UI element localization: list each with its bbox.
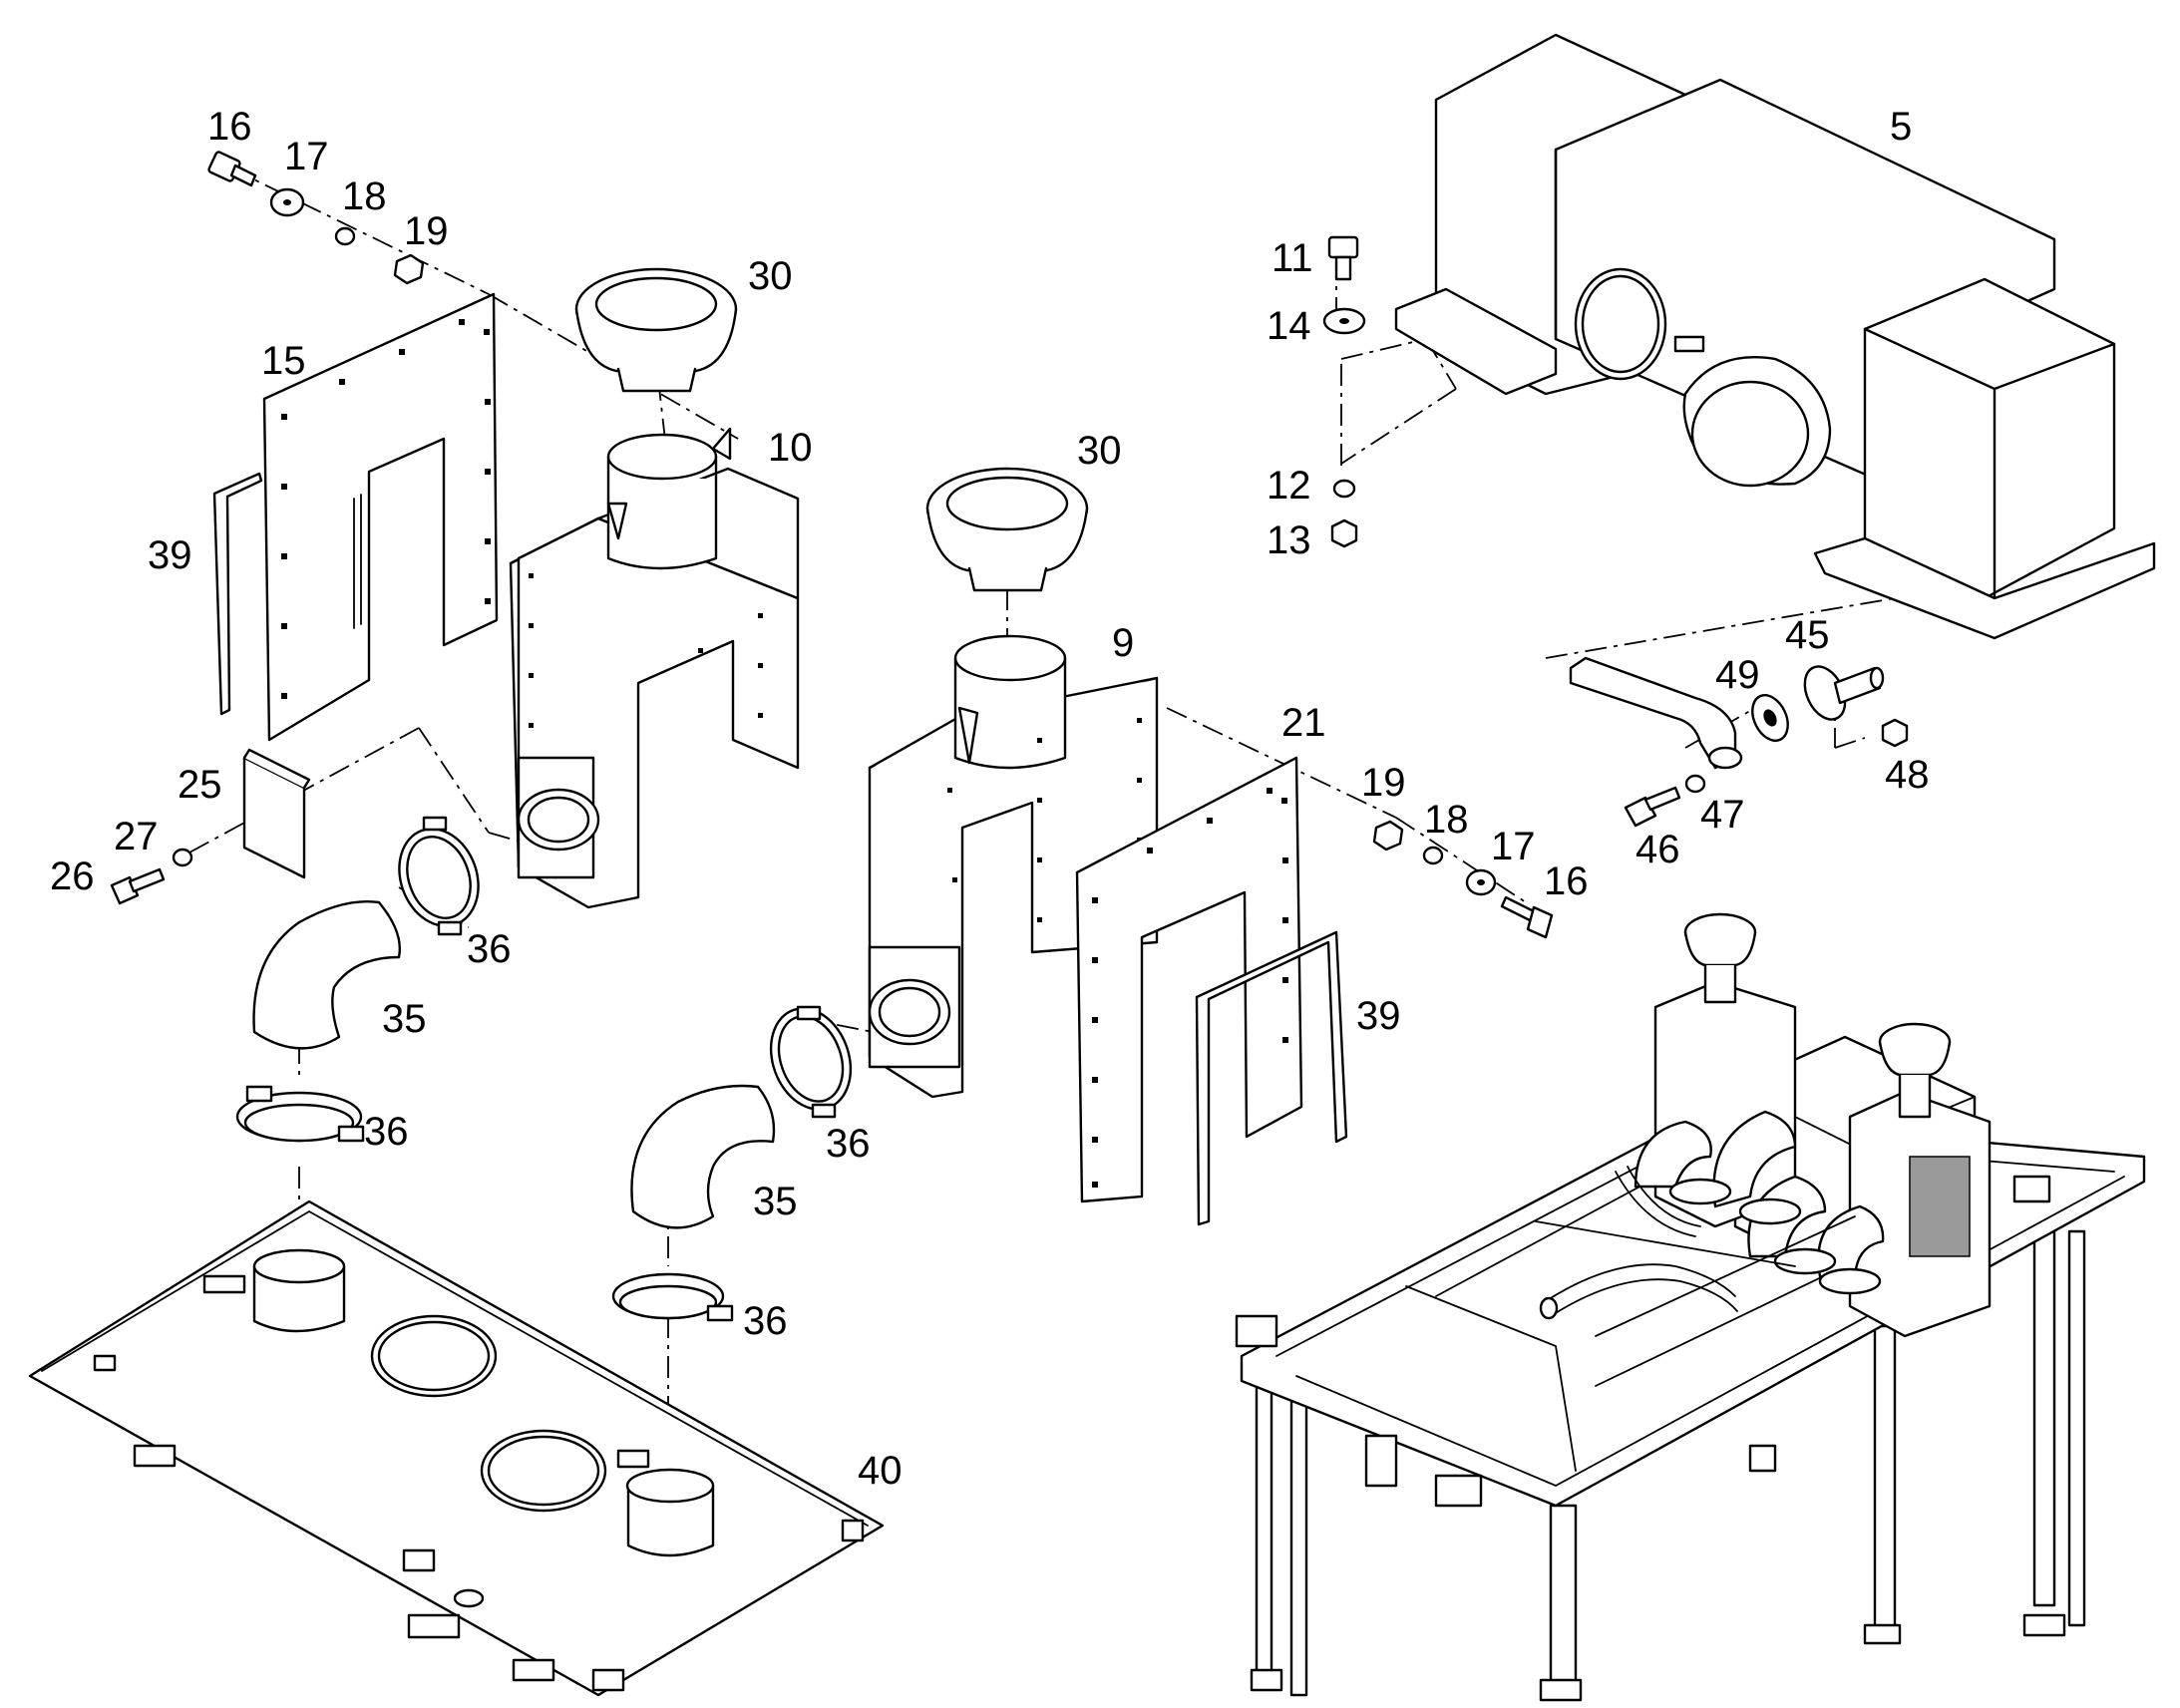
housing-9: [868, 634, 1159, 1099]
elbow-35-left: [252, 900, 401, 1050]
callout-5: 5: [1890, 105, 1912, 149]
callout-30-right: 30: [1077, 429, 1122, 473]
bolt-11: [1327, 235, 1359, 281]
lockwasher-12: [1332, 479, 1356, 499]
housing-10: [509, 427, 800, 909]
callout-36-b: 36: [364, 1110, 409, 1154]
gasket-49: [1751, 694, 1789, 742]
callout-12: 12: [1267, 464, 1311, 508]
clamp-36-b: [235, 1085, 365, 1143]
nut-48: [1881, 718, 1909, 748]
exhaust-pipe: [1569, 656, 1743, 770]
bolt-46: [1624, 786, 1681, 828]
clamp-36-c: [769, 1005, 853, 1119]
washer-14: [1322, 307, 1366, 335]
bolt-16-right: [1500, 895, 1554, 939]
callout-47: 47: [1700, 793, 1745, 837]
washer-17-right: [1465, 868, 1497, 896]
callout-35-right: 35: [753, 1180, 798, 1223]
elbow-35-right: [630, 1084, 776, 1229]
plate-25: [242, 748, 311, 879]
nut-19-left: [393, 253, 425, 285]
nut-47: [1684, 774, 1706, 794]
clamp-36-d: [611, 1272, 734, 1322]
callout-18-left: 18: [342, 174, 387, 218]
callout-39-right: 39: [1356, 994, 1401, 1038]
callout-16-left: 16: [207, 105, 252, 149]
callout-27: 27: [114, 815, 159, 858]
bolt-16-left: [207, 151, 257, 187]
callout-30-left: 30: [748, 254, 793, 298]
callout-49: 49: [1715, 653, 1760, 697]
callout-15: 15: [261, 339, 306, 383]
callout-19-right: 19: [1361, 761, 1406, 805]
panel-21: [1075, 756, 1303, 1203]
callout-36-a: 36: [467, 927, 512, 971]
clamp-36-a: [398, 816, 480, 936]
callout-26: 26: [50, 854, 95, 898]
flange-45: [1803, 665, 1885, 721]
lockwasher-18-right: [1422, 846, 1444, 865]
muffler-5: [1394, 33, 2156, 640]
callout-45: 45: [1785, 613, 1830, 657]
callout-9: 9: [1112, 621, 1134, 665]
callout-40: 40: [858, 1449, 903, 1493]
callout-13: 13: [1267, 518, 1311, 562]
callout-11: 11: [1272, 236, 1313, 280]
lockwasher-27: [172, 848, 193, 867]
callout-48: 48: [1885, 753, 1930, 797]
frame-39-right: [1195, 930, 1348, 1226]
base-plate-40: [28, 1199, 885, 1697]
callout-35-left: 35: [382, 997, 427, 1041]
strip-39-left: [212, 472, 263, 716]
callout-46: 46: [1635, 828, 1680, 871]
callout-labels: 16 17 18 19 30 15 10 39 30 9 21 25 27 26…: [50, 105, 1930, 1493]
callout-36-c: 36: [826, 1122, 871, 1166]
washer-17-left: [269, 187, 305, 217]
callout-19-left: 19: [404, 209, 449, 253]
cap-30-right: [925, 467, 1089, 592]
nut-19-right: [1372, 820, 1404, 852]
lockwasher-18-left: [334, 226, 356, 246]
callout-17-right: 17: [1491, 825, 1536, 868]
bolt-26: [110, 867, 166, 905]
callout-39-left: 39: [148, 533, 192, 577]
callout-36-d: 36: [743, 1299, 788, 1343]
callout-25: 25: [178, 763, 222, 807]
callout-16-right: 16: [1544, 859, 1589, 903]
callout-18-right: 18: [1424, 798, 1469, 842]
cap-30-left: [574, 267, 738, 393]
nut-13: [1330, 518, 1358, 548]
callout-10: 10: [768, 426, 813, 470]
callout-17-left: 17: [284, 135, 329, 178]
panel-15: [262, 292, 499, 742]
callout-14: 14: [1267, 304, 1311, 348]
callout-21: 21: [1281, 701, 1326, 745]
assembled-frame-view: [1235, 912, 2146, 1702]
